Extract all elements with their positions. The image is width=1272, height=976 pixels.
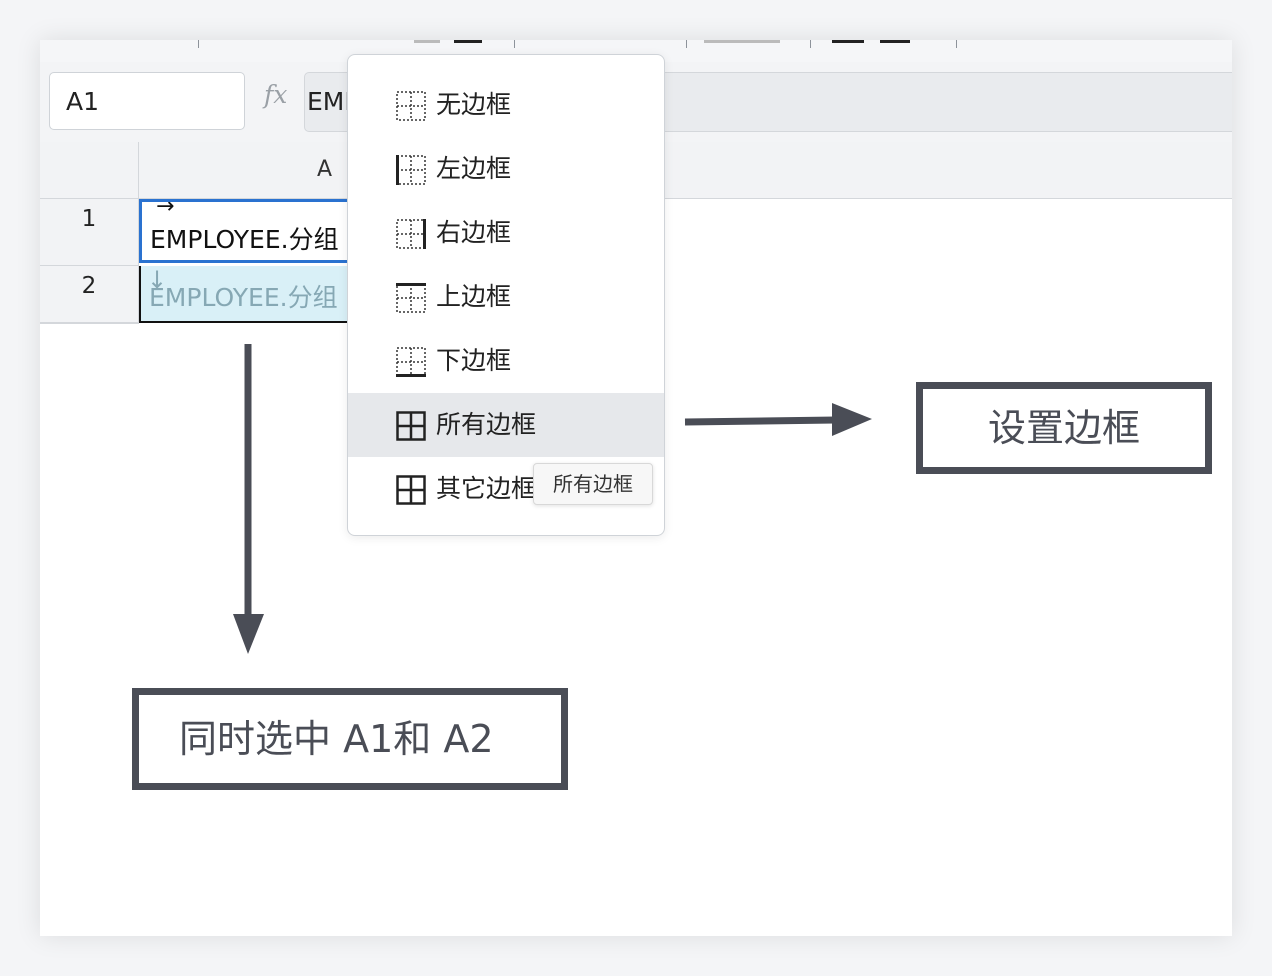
right-border-icon [396,219,426,249]
name-box[interactable]: A1 [49,72,245,130]
expand-down-arrow-icon: ↓ [147,266,168,294]
toolbar-separator [514,40,515,48]
right-arrow-head-icon [832,403,872,436]
toolbar-button-fragment[interactable] [704,40,780,43]
top-border-icon [396,283,426,313]
menu-item-label: 右边框 [436,218,512,247]
grid-edge [40,323,139,324]
menu-item-right-border[interactable]: 右边框 [348,201,664,265]
tooltip: 所有边框 [533,463,653,505]
expand-right-arrow-icon: → [156,199,175,219]
menu-item-label: 左边框 [436,154,512,183]
cell-a2[interactable]: ↓ EMPLOYEE.分组 [139,266,359,323]
cell-a1[interactable]: → EMPLOYEE.分组 [139,199,359,263]
row-label: 2 [81,273,97,299]
menu-item-all-borders[interactable]: 所有边框 [348,393,664,457]
fx-icon: fx [264,80,288,109]
select-all-corner[interactable] [40,142,139,199]
menu-item-bottom-border[interactable]: 下边框 [348,329,664,393]
column-header-row: A [139,142,1232,199]
menu-item-label: 所有边框 [436,410,537,439]
menu-item-top-border[interactable]: 上边框 [348,265,664,329]
row-header-1[interactable]: 1 [40,199,139,266]
right-arrow-icon [684,416,837,426]
all-borders-icon [396,411,426,441]
cell-a2-text: EMPLOYEE.分组 [149,283,338,312]
toolbar-button-fragment[interactable] [880,40,910,43]
menu-item-no-border[interactable]: 无边框 [348,73,664,137]
menu-item-other-borders[interactable]: 其它边框 [348,457,664,521]
cell-a1-text: EMPLOYEE.分组 [150,225,339,254]
toolbar-button-fragment[interactable] [454,40,482,43]
spreadsheet-window: A1 fx EMPLOYEE.分组 A 1 2 → EMPLOYEE.分组 ↓ … [40,40,1232,936]
toolbar-separator [810,40,811,48]
set-border-callout: 设置边框 [916,382,1212,474]
row-header-2[interactable]: 2 [40,266,139,323]
toolbar-separator [956,40,957,48]
annotation-arrows [233,344,872,654]
border-dropdown-menu: 无边框 左边框 右边框 [347,54,665,536]
down-arrow-head-icon [233,614,264,654]
toolbar-separator [686,40,687,48]
left-border-icon [396,155,426,185]
toolbar-button-fragment[interactable] [414,40,440,43]
row-label: 1 [81,206,97,232]
menu-item-label: 上边框 [436,282,512,311]
border-tool-button[interactable] [832,40,864,43]
bottom-border-icon [396,347,426,377]
menu-item-label: 无边框 [436,90,512,119]
toolbar-separator [198,40,199,48]
other-borders-icon [396,475,426,505]
select-cells-callout: 同时选中 A1和 A2 [132,688,568,790]
column-header-a[interactable]: A [317,157,333,182]
no-border-icon [396,91,426,121]
menu-item-label: 下边框 [436,346,512,375]
menu-item-left-border[interactable]: 左边框 [348,137,664,201]
menu-item-label: 其它边框 [436,474,537,503]
